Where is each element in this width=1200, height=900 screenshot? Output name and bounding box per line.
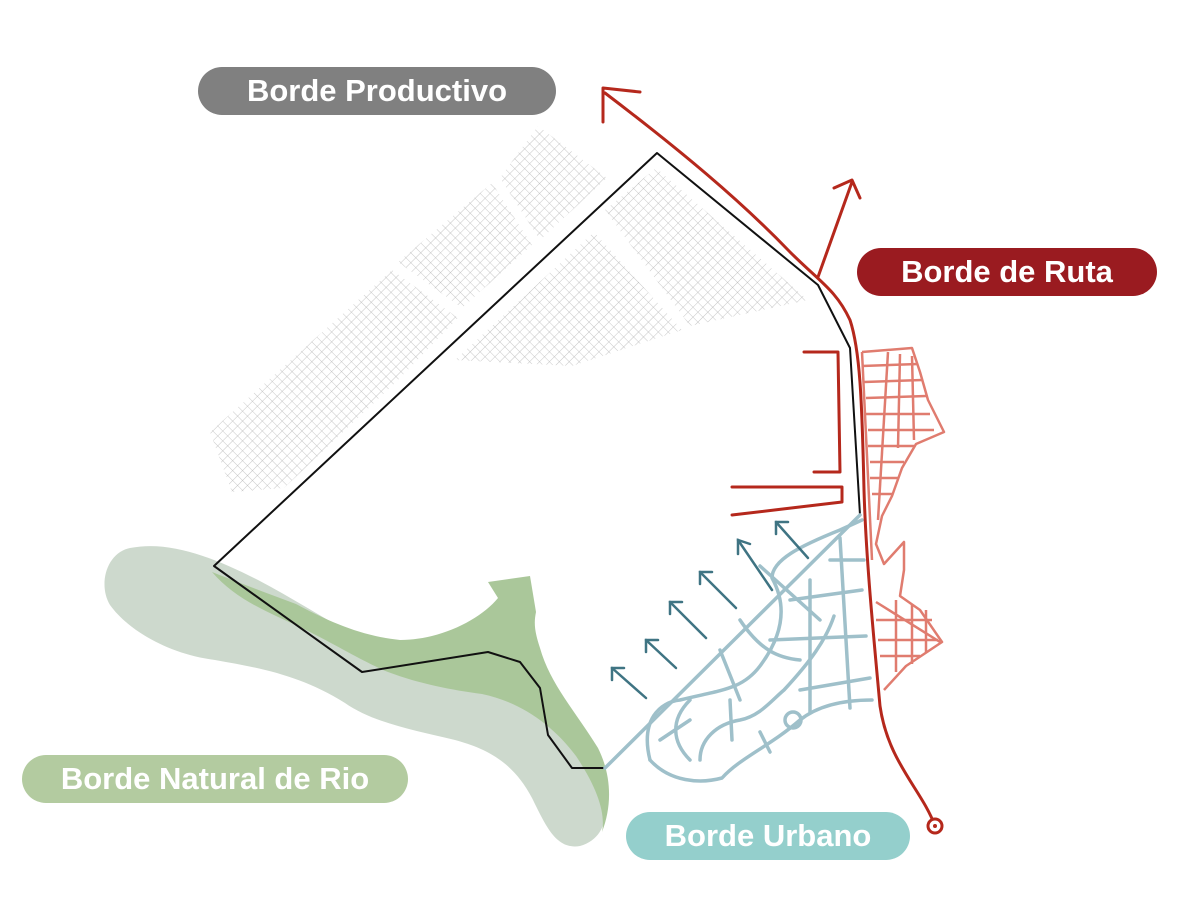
river-channel xyxy=(212,572,610,832)
urban-street-network xyxy=(603,513,874,783)
main-road xyxy=(603,91,937,828)
site-boundary xyxy=(213,152,861,769)
branch-road xyxy=(816,180,854,279)
label-borde-natural-de-rio: Borde Natural de Rio xyxy=(22,755,408,803)
label-borde-de-ruta: Borde de Ruta xyxy=(857,248,1157,296)
field-top-right xyxy=(605,168,808,326)
field-mid-left xyxy=(398,183,532,308)
arrow-icon xyxy=(610,666,648,700)
road-spur-top xyxy=(802,350,842,474)
field-bottom-right xyxy=(455,232,682,366)
arrow-icon xyxy=(774,520,810,560)
arrow-icon xyxy=(698,570,738,610)
settlement-street-grid xyxy=(860,346,946,691)
route-edge xyxy=(601,86,944,835)
main-road-arrowhead xyxy=(601,86,642,124)
arrow-icon xyxy=(736,538,774,592)
branch-road-arrowhead xyxy=(832,178,862,200)
label-borde-productivo: Borde Productivo xyxy=(198,67,556,115)
field-top-left xyxy=(500,126,607,240)
label-borde-urbano: Borde Urbano xyxy=(626,812,910,860)
road-spur-mid xyxy=(730,485,844,517)
arrow-icon xyxy=(644,638,678,670)
urban-growth-arrows xyxy=(610,520,810,700)
river-area xyxy=(104,546,610,847)
productive-fields xyxy=(210,126,808,492)
arrow-icon xyxy=(668,600,708,640)
river-floodplain xyxy=(104,546,606,847)
field-bottom-left xyxy=(210,270,458,492)
